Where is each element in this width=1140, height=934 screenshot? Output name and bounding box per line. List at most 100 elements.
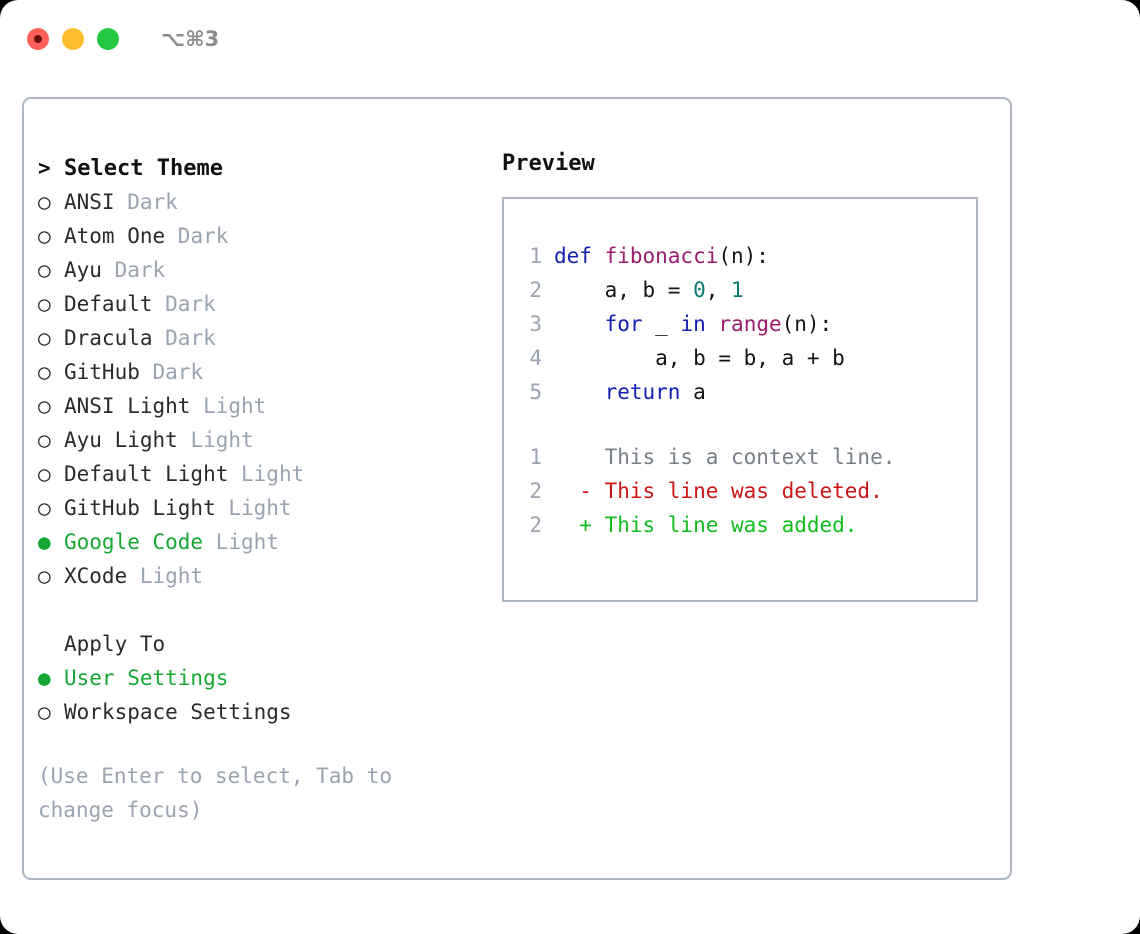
code-token: for <box>604 312 643 336</box>
select-theme-heading-label: Select Theme <box>64 155 223 181</box>
code-line-number: 5 <box>529 380 542 404</box>
theme-option-variant: Light <box>203 530 279 554</box>
theme-option[interactable]: ○Ayu Dark <box>38 253 488 287</box>
apply-to-option-name: User Settings <box>64 666 229 690</box>
code-line: 1 def fibonacci(n): <box>518 239 970 273</box>
diff-line-number: 2 <box>529 479 542 503</box>
maximize-window-button[interactable] <box>97 28 119 50</box>
apply-to-option-name: Workspace Settings <box>64 700 292 724</box>
code-token: def <box>554 244 605 268</box>
theme-option-variant: Light <box>228 462 305 486</box>
theme-option[interactable]: ○ Default Dark <box>38 287 488 321</box>
apply-to-label: Apply To <box>64 632 166 656</box>
radio-unselected-icon: ○ <box>38 326 51 350</box>
code-token <box>554 312 605 336</box>
theme-option[interactable]: ○ ANSI Light Light <box>38 389 488 423</box>
theme-option-name: Default <box>64 292 153 316</box>
radio-unselected-icon: ○ <box>38 394 51 418</box>
keyboard-shortcut-label: ⌥⌘3 <box>161 27 220 51</box>
theme-option[interactable]: ○ XCode Light <box>38 559 488 593</box>
code-line-number: 1 <box>529 244 542 268</box>
theme-option[interactable]: ○ Dracula Dark <box>38 321 488 355</box>
theme-option[interactable]: ○Default Light Light <box>38 457 488 491</box>
code-line: 5 return a <box>518 375 970 409</box>
theme-option-name: Ayu Light <box>64 428 178 452</box>
code-token: , <box>705 278 732 302</box>
code-line-number: 3 <box>529 312 542 336</box>
radio-unselected-icon: ○ <box>38 190 51 214</box>
theme-option-name: GitHub Light <box>64 496 216 520</box>
radio-selected-icon: ● <box>38 666 51 690</box>
theme-option-variant: Light <box>177 428 254 452</box>
theme-option-variant: Dark <box>152 326 216 350</box>
code-token: a, b = <box>554 278 694 302</box>
theme-option[interactable]: ● Google Code Light <box>38 525 488 559</box>
theme-option-variant: Dark <box>114 190 178 214</box>
diff-line: 1 This is a context line. <box>518 440 970 474</box>
theme-option-variant: Dark <box>165 224 229 248</box>
theme-option-variant: Light <box>127 564 204 588</box>
code-token: 0 <box>693 278 706 302</box>
code-token: (n): <box>718 244 769 268</box>
apply-to-option[interactable]: ○ Workspace Settings <box>38 695 488 729</box>
code-token <box>554 380 605 404</box>
diff-line: 2 - This line was deleted. <box>518 474 970 508</box>
code-token: a, b = b, a + b <box>554 346 845 370</box>
theme-option[interactable]: ○GitHub Dark <box>38 355 488 389</box>
code-token: fibonacci <box>604 244 719 268</box>
code-line: 4 a, b = b, a + b <box>518 341 970 375</box>
theme-option-name: Google Code <box>64 530 204 554</box>
theme-option-variant: Dark <box>101 258 166 282</box>
theme-option-variant: Light <box>190 394 267 418</box>
diff-line-number: 1 <box>529 445 542 469</box>
theme-option-name: XCode <box>64 564 128 588</box>
radio-unselected-icon: ○ <box>38 360 51 384</box>
theme-option-variant: Dark <box>152 292 216 316</box>
theme-option-name: Dracula <box>64 326 153 350</box>
theme-option[interactable]: ○ GitHub Light Light <box>38 491 488 525</box>
diff-sample: 1 This is a context line.2 - This line w… <box>518 440 970 542</box>
traffic-lights <box>27 28 119 50</box>
apply-to-list: ● User Settings ○ Workspace Settings <box>38 661 488 729</box>
theme-option-name: Default Light <box>64 462 229 486</box>
radio-selected-icon: ● <box>38 530 51 554</box>
theme-option-variant: Light <box>215 496 292 520</box>
theme-option-name: GitHub <box>64 360 140 384</box>
code-token <box>706 312 719 336</box>
code-line: 3 for _ in range(n): <box>518 307 970 341</box>
apply-to-option[interactable]: ● User Settings <box>38 661 488 695</box>
theme-list: ○ANSI Dark○Atom One Dark○Ayu Dark○Defaul… <box>38 185 488 593</box>
preview-title: Preview <box>502 151 595 176</box>
code-line: 2 a, b = 0, 1 <box>518 273 970 307</box>
code-line-number: 2 <box>529 278 542 302</box>
select-theme-heading: > Select Theme <box>38 151 488 185</box>
keyboard-hint-text: (Use Enter to select, Tab to change focu… <box>38 764 393 822</box>
radio-unselected-icon: ○ <box>38 496 51 520</box>
theme-option-name: ANSI <box>64 190 115 214</box>
code-token: _ <box>642 312 681 336</box>
code-line-number: 4 <box>529 346 542 370</box>
theme-picker-column: >Select Theme ○ANSI Dark○Atom One Dark○A… <box>38 151 488 827</box>
minimize-window-button[interactable] <box>62 28 84 50</box>
diff-line-text: + This line was added. <box>554 513 858 537</box>
diff-spacer <box>518 409 970 440</box>
theme-option[interactable]: ○ ANSI Dark <box>38 185 488 219</box>
code-token: range <box>718 312 782 336</box>
diff-line-number: 2 <box>529 513 542 537</box>
radio-unselected-icon: ○ <box>38 564 51 588</box>
theme-option-name: ANSI Light <box>64 394 191 418</box>
diff-line-text: - This line was deleted. <box>554 479 883 503</box>
theme-option[interactable]: ○Ayu Light Light <box>38 423 488 457</box>
theme-option[interactable]: ○Atom One Dark <box>38 219 488 253</box>
cursor-caret-icon: > <box>38 156 51 180</box>
radio-unselected-icon: ○ <box>38 700 51 724</box>
close-window-button[interactable] <box>27 28 49 50</box>
code-token: in <box>680 312 706 336</box>
radio-unselected-icon: ○ <box>38 292 51 316</box>
code-token: 1 <box>731 278 744 302</box>
